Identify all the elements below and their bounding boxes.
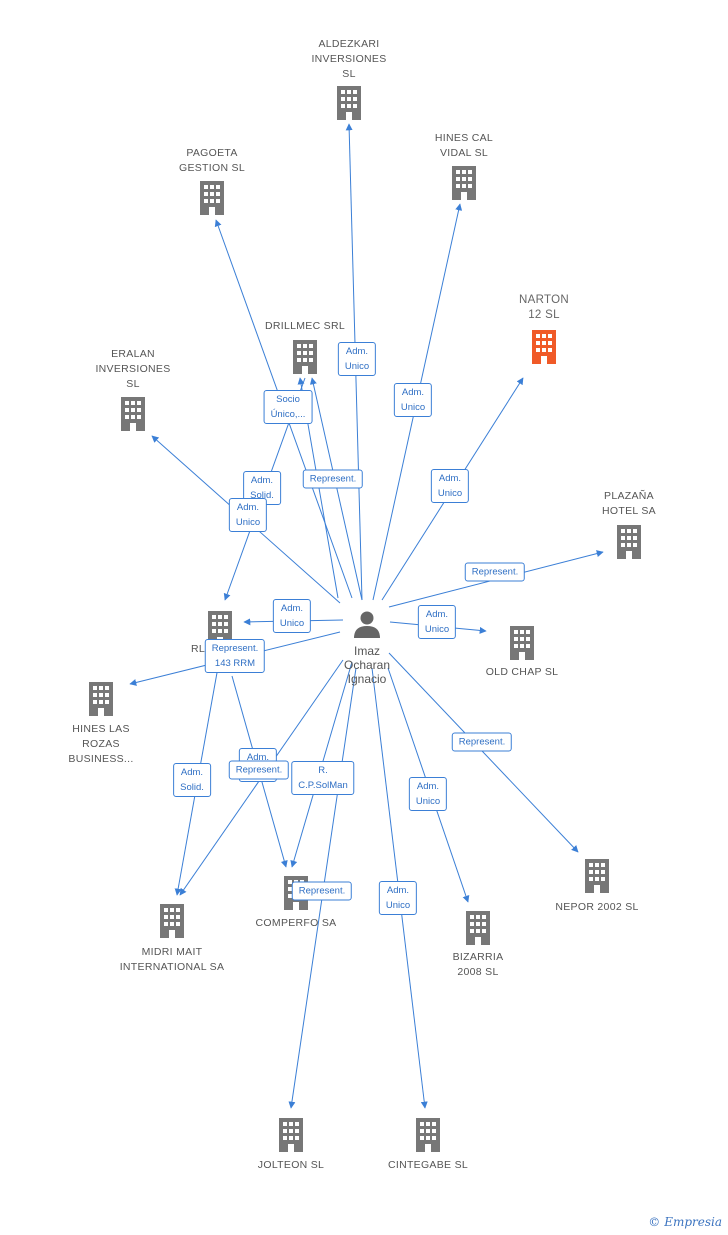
nodes (89, 86, 641, 1152)
edge-label[interactable]: Adm. Unico (337, 342, 377, 376)
edge-label[interactable]: Adm. Unico (393, 383, 433, 417)
company-label-oldchap[interactable]: OLD CHAP SL (485, 666, 559, 678)
building-icon-oldchap[interactable] (510, 626, 534, 660)
copyright-symbol: © (648, 1215, 661, 1229)
building-icon-eralan[interactable] (121, 397, 145, 431)
person-name[interactable]: Imaz Ocharan Ignacio (343, 644, 391, 686)
edge-label[interactable]: Adm. Unico (430, 469, 470, 503)
building-icon-pagoeta[interactable] (200, 181, 224, 215)
edge-label[interactable]: Represent. 143 RRM (204, 639, 266, 673)
edge-label[interactable]: Adm. Unico (417, 605, 457, 639)
company-label-comperfo[interactable]: COMPERFO SA (255, 917, 337, 929)
company-label-bizarria[interactable]: BIZARRIA 2008 SL (452, 951, 504, 978)
building-icon-aldezkari[interactable] (337, 86, 361, 120)
building-icon-nepor[interactable] (585, 859, 609, 893)
edge-label[interactable]: Adm. Unico (228, 498, 268, 532)
edge-label[interactable]: Adm. Solid. (173, 763, 211, 797)
edge-label[interactable]: Socio Único,... (263, 390, 313, 424)
company-label-hinescal[interactable]: HINES CAL VIDAL SL (434, 132, 494, 159)
company-label-cintegabe[interactable]: CINTEGABE SL (387, 1159, 469, 1171)
building-icon-hineslas[interactable] (89, 682, 113, 716)
building-icon-jolteon[interactable] (279, 1118, 303, 1152)
building-icon-cintegabe[interactable] (416, 1118, 440, 1152)
building-icon-plazana[interactable] (617, 525, 641, 559)
company-label-midri[interactable]: MIDRI MAIT INTERNATIONAL SA (119, 946, 225, 973)
company-label-jolteon[interactable]: JOLTEON SL (257, 1159, 325, 1171)
company-label-hineslas[interactable]: HINES LAS ROZAS BUSINESS... (68, 723, 134, 765)
edge-line (309, 377, 363, 601)
edge-label[interactable]: Adm. Unico (272, 599, 312, 633)
edge-label[interactable]: Represent. (291, 881, 353, 901)
company-label-rl[interactable]: RL (191, 643, 206, 655)
company-label-pagoeta[interactable]: PAGOETA GESTION SL (178, 147, 245, 174)
company-label-plazana[interactable]: PLAZAÑA HOTEL SA (602, 490, 656, 517)
edge-label[interactable]: Adm. Unico (408, 777, 448, 811)
brand-logo[interactable]: Empresia (664, 1215, 722, 1229)
edge-label[interactable]: Represent. (302, 469, 364, 489)
company-label-aldezkari[interactable]: ALDEZKARI INVERSIONES SL (311, 38, 387, 80)
building-icon-hinescal[interactable] (452, 166, 476, 200)
edge-label[interactable]: R. C.P.SolMan (291, 761, 355, 795)
company-label-drillmec[interactable]: DRILLMEC SRL (264, 320, 346, 332)
building-icon-drillmec[interactable] (293, 340, 317, 374)
edge-label[interactable]: Represent. (451, 732, 513, 752)
edge-label[interactable]: Represent. (228, 760, 290, 780)
company-label-eralan[interactable]: ERALAN INVERSIONES SL (95, 348, 171, 390)
building-icon-narton[interactable] (532, 330, 556, 364)
edge-label[interactable]: Adm. Unico (378, 881, 418, 915)
person-icon[interactable] (354, 611, 380, 639)
edge-line (388, 652, 579, 853)
building-icon-bizarria[interactable] (466, 911, 490, 945)
footer: ©Empresia (648, 1215, 722, 1229)
company-label-nepor[interactable]: NEPOR 2002 SL (555, 901, 639, 913)
building-icon-midri[interactable] (160, 904, 184, 938)
company-label-narton[interactable]: NARTON 12 SL (519, 294, 569, 321)
edge-label[interactable]: Represent. (464, 562, 526, 582)
